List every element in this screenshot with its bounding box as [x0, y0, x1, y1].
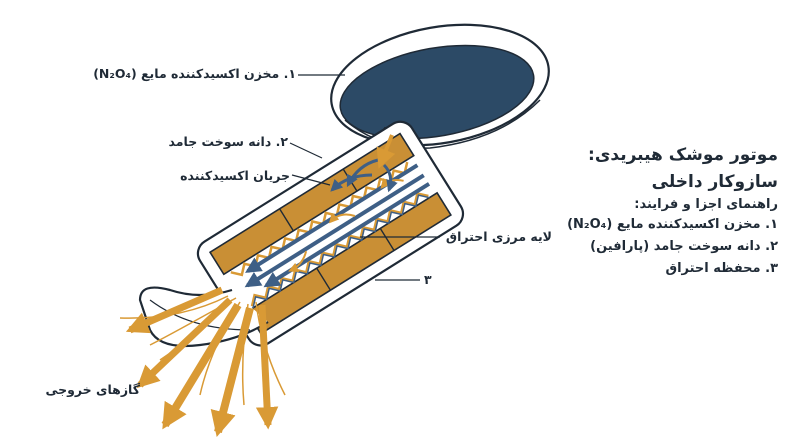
panel-title: موتور موشک هیبریدی:	[588, 145, 778, 165]
leader-lines	[289, 74, 440, 281]
exhaust-plume	[119, 286, 286, 437]
legend-heading: راهنمای اجزا و فرایند:	[634, 197, 778, 212]
label-exhaust: گازهای خروجی	[45, 382, 140, 397]
legend-item: ۲. دانه سوخت جامد (پارافین)	[590, 239, 778, 254]
label-fuel-grain: ۲. دانه سوخت جامد	[168, 134, 288, 149]
legend-item: ۳. محفظه احتراق	[665, 261, 778, 276]
label-chamber-number: ۳	[424, 272, 432, 287]
oxidizer-tank	[330, 23, 550, 149]
label-boundary-layer: لایه مرزی احتراق	[445, 229, 552, 244]
label-oxidizer-tank: ۱. مخزن اکسیدکننده مایع (N₂O₄)	[93, 66, 296, 81]
legend-item: ۱. مخزن اکسیدکننده مایع (N₂O₄)	[567, 217, 778, 232]
injector-swirl	[330, 134, 398, 193]
panel-subtitle: سازوکار داخلی	[651, 172, 778, 192]
label-oxidizer-flow: جریان اکسیدکننده	[180, 168, 290, 183]
legend-list: ۱. مخزن اکسیدکننده مایع (N₂O₄) ۲. دانه س…	[567, 214, 778, 280]
